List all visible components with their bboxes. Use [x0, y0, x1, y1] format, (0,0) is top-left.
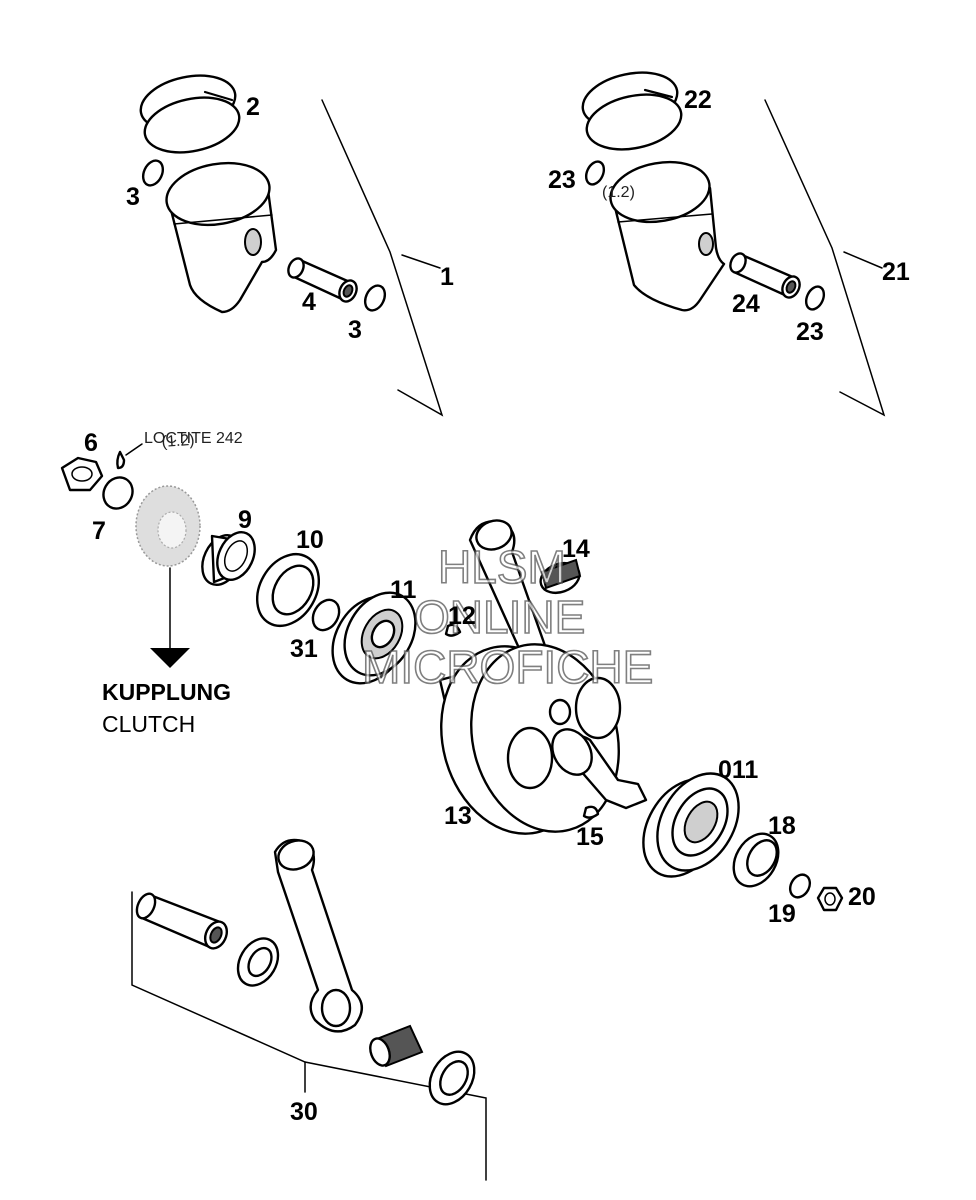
bearing-11 [331, 591, 417, 685]
clutch-gear [135, 485, 201, 567]
loctite-note: LOCTITE 242 [144, 430, 243, 447]
circlip-left-b [363, 284, 387, 312]
label-11: 11 [390, 576, 417, 604]
piston-left [165, 161, 278, 314]
clutch-arrow [150, 567, 190, 668]
label-1: 1 [440, 263, 454, 291]
lock-washer-7 [102, 476, 134, 510]
needle-bearing-14 [539, 558, 582, 595]
label-7: 7 [92, 517, 106, 545]
bearing-011 [642, 772, 740, 878]
woodruff-key-12 [444, 623, 462, 637]
label-18: 18 [768, 812, 796, 840]
label-19: 19 [768, 900, 796, 928]
o-ring-31 [311, 598, 341, 632]
piston-marking-right: (1.2) [602, 184, 635, 201]
reference-kupplung: KUPPLUNG [102, 679, 231, 705]
piston-pin-right [729, 252, 801, 299]
seal-18 [732, 832, 780, 888]
label-6: 6 [84, 429, 98, 457]
piston-rings-left [139, 74, 241, 154]
circlip-right-b [804, 285, 826, 311]
woodruff-key-15 [582, 805, 600, 819]
nut-20 [816, 886, 844, 912]
label-23b: 23 [796, 318, 824, 346]
label-15: 15 [576, 823, 604, 851]
reference-clutch: CLUTCH [102, 711, 195, 737]
label-24: 24 [732, 290, 760, 318]
circlip-left-a [141, 159, 165, 187]
piston-pin-left [287, 257, 358, 303]
label-13: 13 [444, 802, 472, 830]
piston-marking-left: (1.2) [161, 432, 195, 451]
label-12: 12 [448, 602, 476, 630]
label-21: 21 [882, 258, 910, 286]
label-20: 20 [848, 883, 876, 911]
label-31: 31 [290, 635, 318, 663]
washer-19 [788, 873, 812, 899]
label-22: 22 [684, 86, 712, 114]
watermark: HLSM ONLINE MICROFICHE [361, 540, 654, 694]
watermark-line-1: HLSM [438, 541, 566, 593]
label-14: 14 [562, 535, 590, 563]
piston-right [609, 160, 726, 312]
piston-rings-right [581, 71, 683, 151]
crankshaft-13 [438, 519, 648, 835]
label-3b: 3 [348, 316, 362, 344]
label-9: 9 [238, 506, 252, 534]
label-4: 4 [302, 288, 316, 316]
circlip-right-a [584, 160, 606, 186]
watermark-line-2: ONLINE [414, 591, 585, 643]
conrod-kit-30 [131, 838, 487, 1181]
label-10: 10 [296, 526, 324, 554]
piston-group-left [139, 74, 444, 417]
label-2: 2 [246, 93, 260, 121]
bushing-9 [201, 531, 256, 586]
label-30: 30 [290, 1098, 318, 1126]
label-3a: 3 [126, 183, 140, 211]
loctite-drop [116, 450, 126, 470]
watermark-line-3: MICROFICHE [362, 641, 653, 693]
label-011: 011 [718, 756, 758, 784]
label-23a: 23 [548, 166, 576, 194]
seal-10 [255, 553, 321, 627]
nut-6 [60, 456, 104, 492]
piston-group-right [581, 71, 886, 417]
